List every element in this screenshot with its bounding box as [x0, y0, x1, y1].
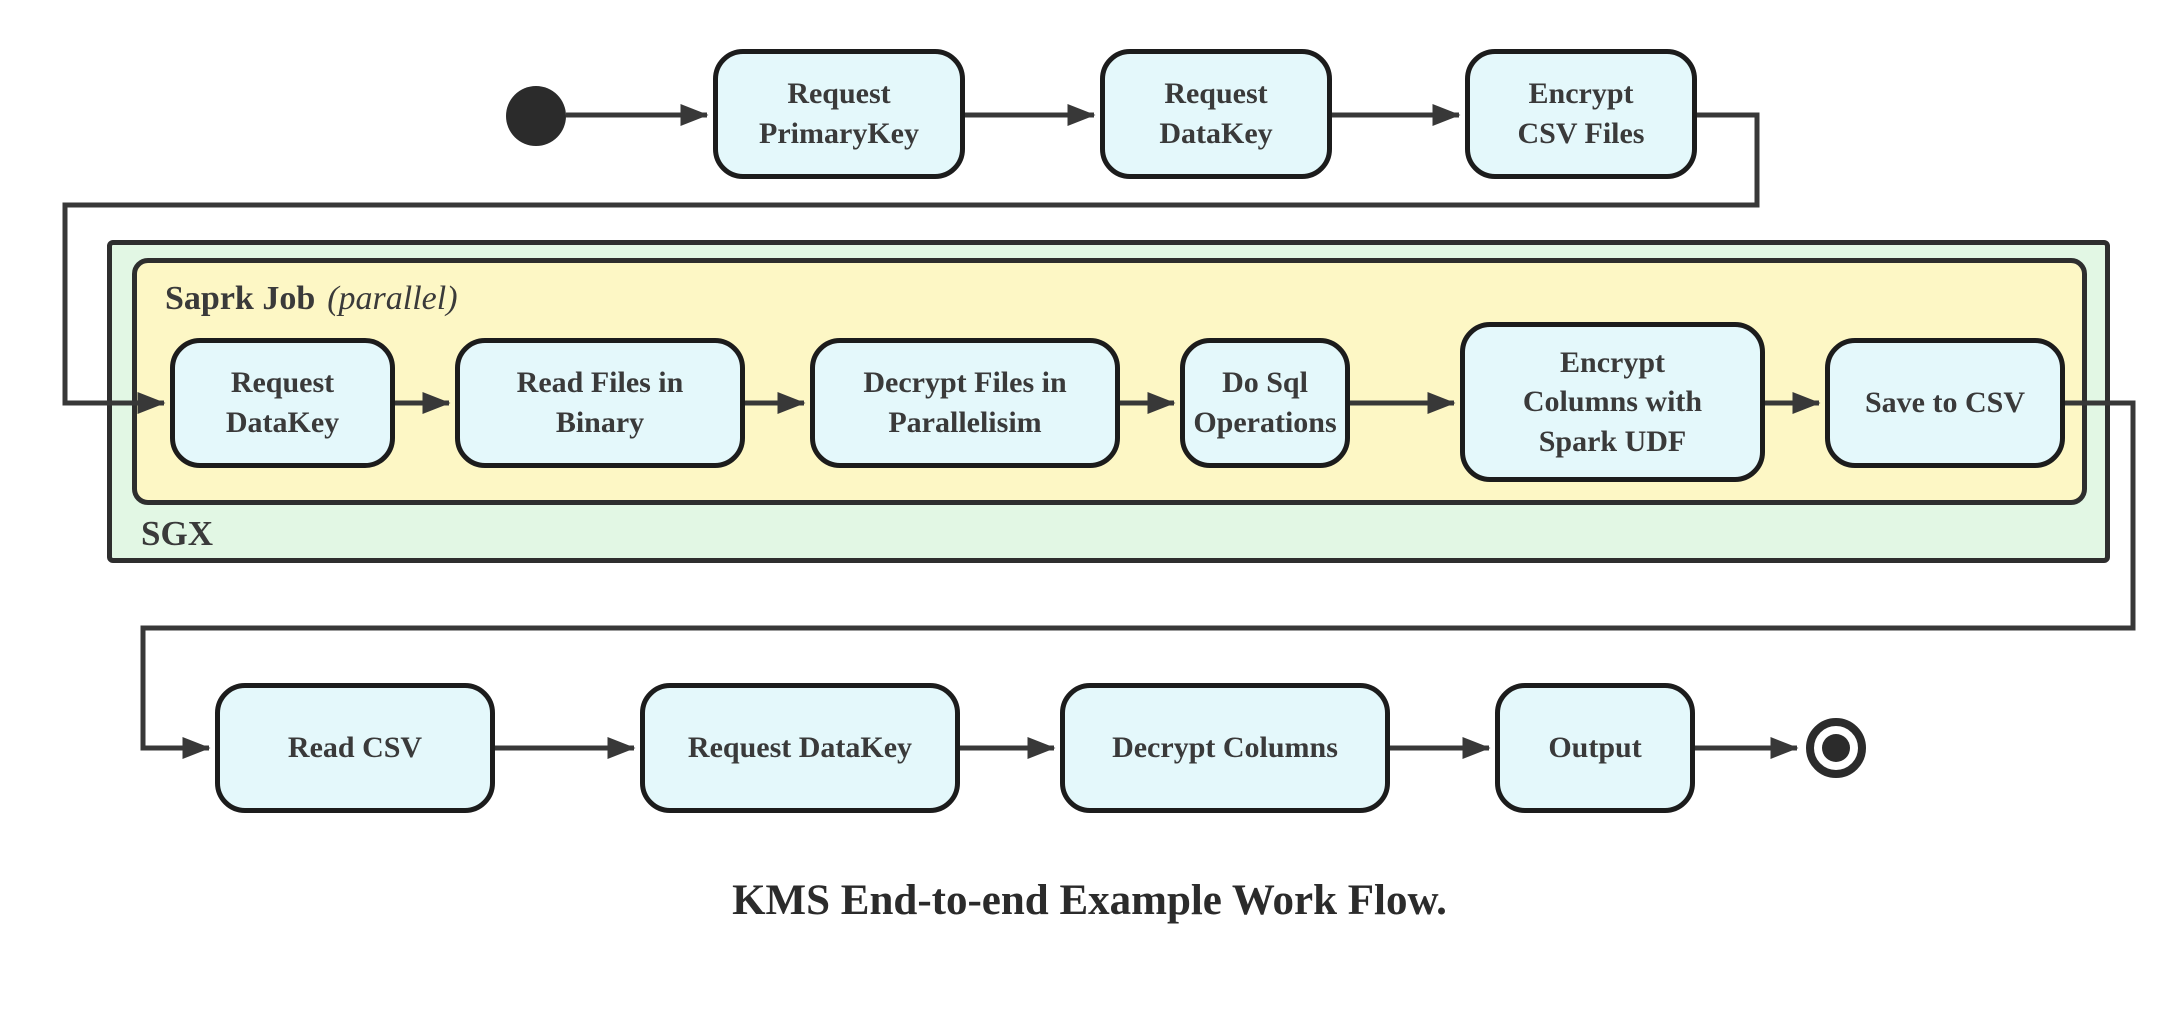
start-node-icon: [506, 86, 566, 146]
activity-do-sql-operations: Do Sql Operations: [1180, 338, 1350, 468]
diagram-caption: KMS End-to-end Example Work Flow.: [732, 877, 1447, 924]
connector-save-to-csv-to-read-csv: [140, 400, 2136, 759]
activity-read-csv: Read CSV: [215, 683, 495, 813]
connector-encrypt-csv-files-to-sgx-request-datakey: [62, 112, 1760, 414]
activity-decrypt-columns: Decrypt Columns: [1060, 683, 1390, 813]
activity-read-files-in-binary: Read Files in Binary: [455, 338, 745, 468]
activity-output: Output: [1495, 683, 1695, 813]
activity-sgx-request-datakey: Request DataKey: [170, 338, 395, 468]
spark-job-title-note: (parallel): [327, 280, 458, 317]
spark-job-title-text: Saprk Job: [165, 280, 316, 317]
activity-save-to-csv: Save to CSV: [1825, 338, 2065, 468]
activity-encrypt-csv-files: Encrypt CSV Files: [1465, 49, 1697, 179]
activity-request-datakey: Request DataKey: [1100, 49, 1332, 179]
end-node-inner-dot: [1822, 734, 1850, 762]
activity-encrypt-columns-with-spark-udf: Encrypt Columns with Spark UDF: [1460, 322, 1765, 482]
sgx-label: SGX: [141, 514, 213, 553]
spark-job-title: Saprk Job (parallel): [165, 280, 458, 318]
end-node-icon: [1806, 718, 1866, 778]
activity-request-primarykey: Request PrimaryKey: [713, 49, 965, 179]
activity-decrypt-files-in-parallelisim: Decrypt Files in Parallelisim: [810, 338, 1120, 468]
activity-request-datakey-2: Request DataKey: [640, 683, 960, 813]
